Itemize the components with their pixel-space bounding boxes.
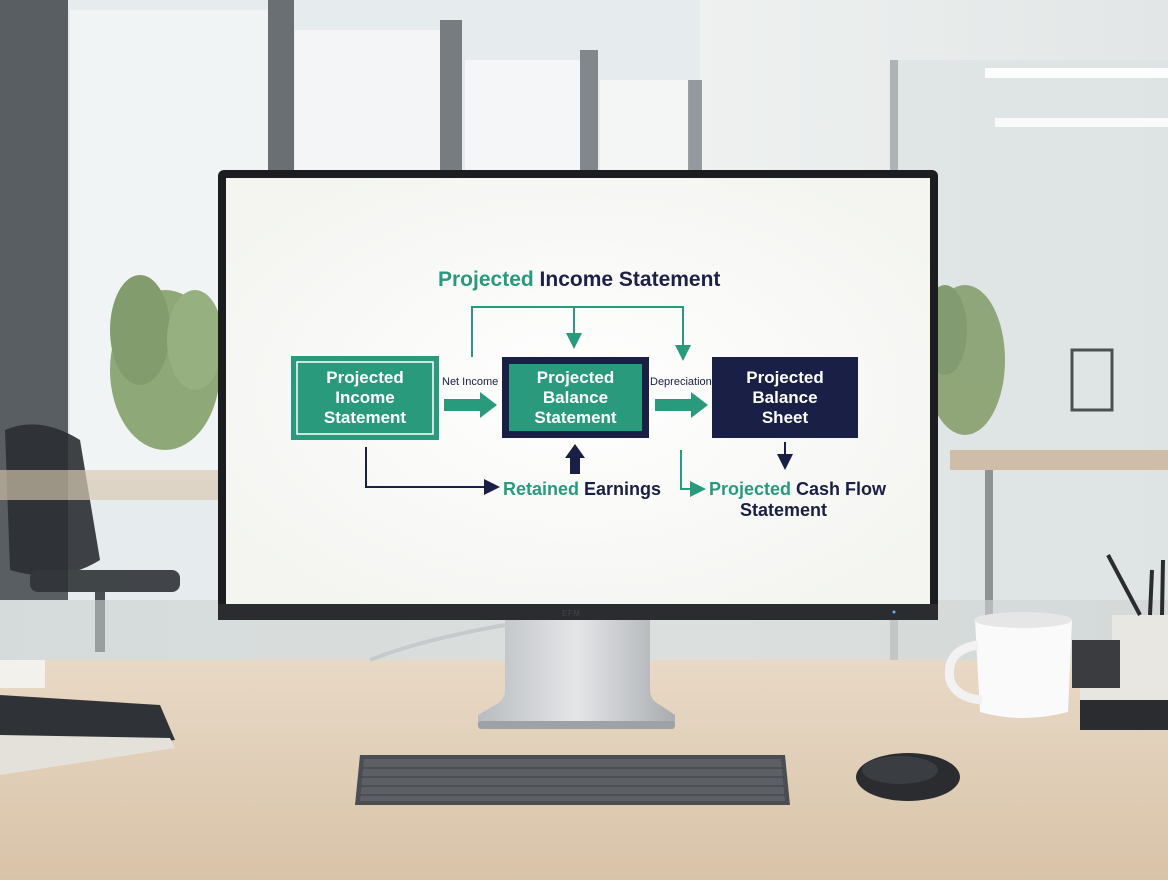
box-balance-statement-label: Projected Balance Statement (509, 364, 642, 431)
box-line: Statement (323, 408, 407, 427)
box-line: Projected (536, 367, 615, 387)
top-connector (471, 306, 691, 361)
arrow-net-income (444, 392, 497, 418)
coffee-mug (944, 612, 1072, 718)
box-line: Balance (752, 387, 818, 407)
title-highlight: Projected (438, 268, 534, 291)
box-line: Sheet (761, 407, 809, 427)
box-line: Projected (746, 367, 824, 387)
net-income-label: Net Income (442, 376, 499, 388)
ceiling-light (985, 68, 1168, 78)
box-balance-sheet (712, 357, 858, 438)
box-line: Balance (542, 387, 609, 407)
monitor-stand (478, 612, 675, 727)
diagram-title: Projected Income Statement (438, 268, 720, 292)
box-balance-sheet-label: Projected Balance Sheet (712, 357, 858, 438)
plant-left (110, 275, 223, 450)
box-line: Projected (326, 368, 404, 387)
retained-earnings-label: Retained Earnings (503, 479, 661, 500)
box-line: Statement (534, 407, 617, 427)
arrow-depreciation (655, 392, 708, 418)
cashflow-highlight: Projected (709, 479, 792, 499)
book-stack-right (1080, 700, 1168, 730)
retained-highlight: Retained (503, 479, 580, 499)
title-rest: Income Statement (533, 268, 721, 291)
retained-rest: Earnings (579, 479, 662, 499)
arrow-to-cashflow (680, 450, 706, 497)
box-income-statement (291, 356, 439, 440)
arrow-to-retained (365, 447, 500, 495)
box-income-statement-label: Projected Income Statement (297, 362, 433, 434)
cash-flow-label-line2: Statement (740, 500, 828, 520)
monitor-brand: EFM (562, 609, 581, 618)
cashflow-rest: Cash Flow (791, 479, 887, 499)
box-line: Income (335, 388, 395, 407)
depreciation-label: Depreciation (650, 376, 712, 388)
notebook-left (0, 660, 175, 775)
cash-flow-label: Projected Cash Flow (709, 479, 886, 500)
office-chair (0, 424, 220, 652)
keyboard (355, 755, 790, 805)
arrow-up-balance (565, 444, 585, 474)
